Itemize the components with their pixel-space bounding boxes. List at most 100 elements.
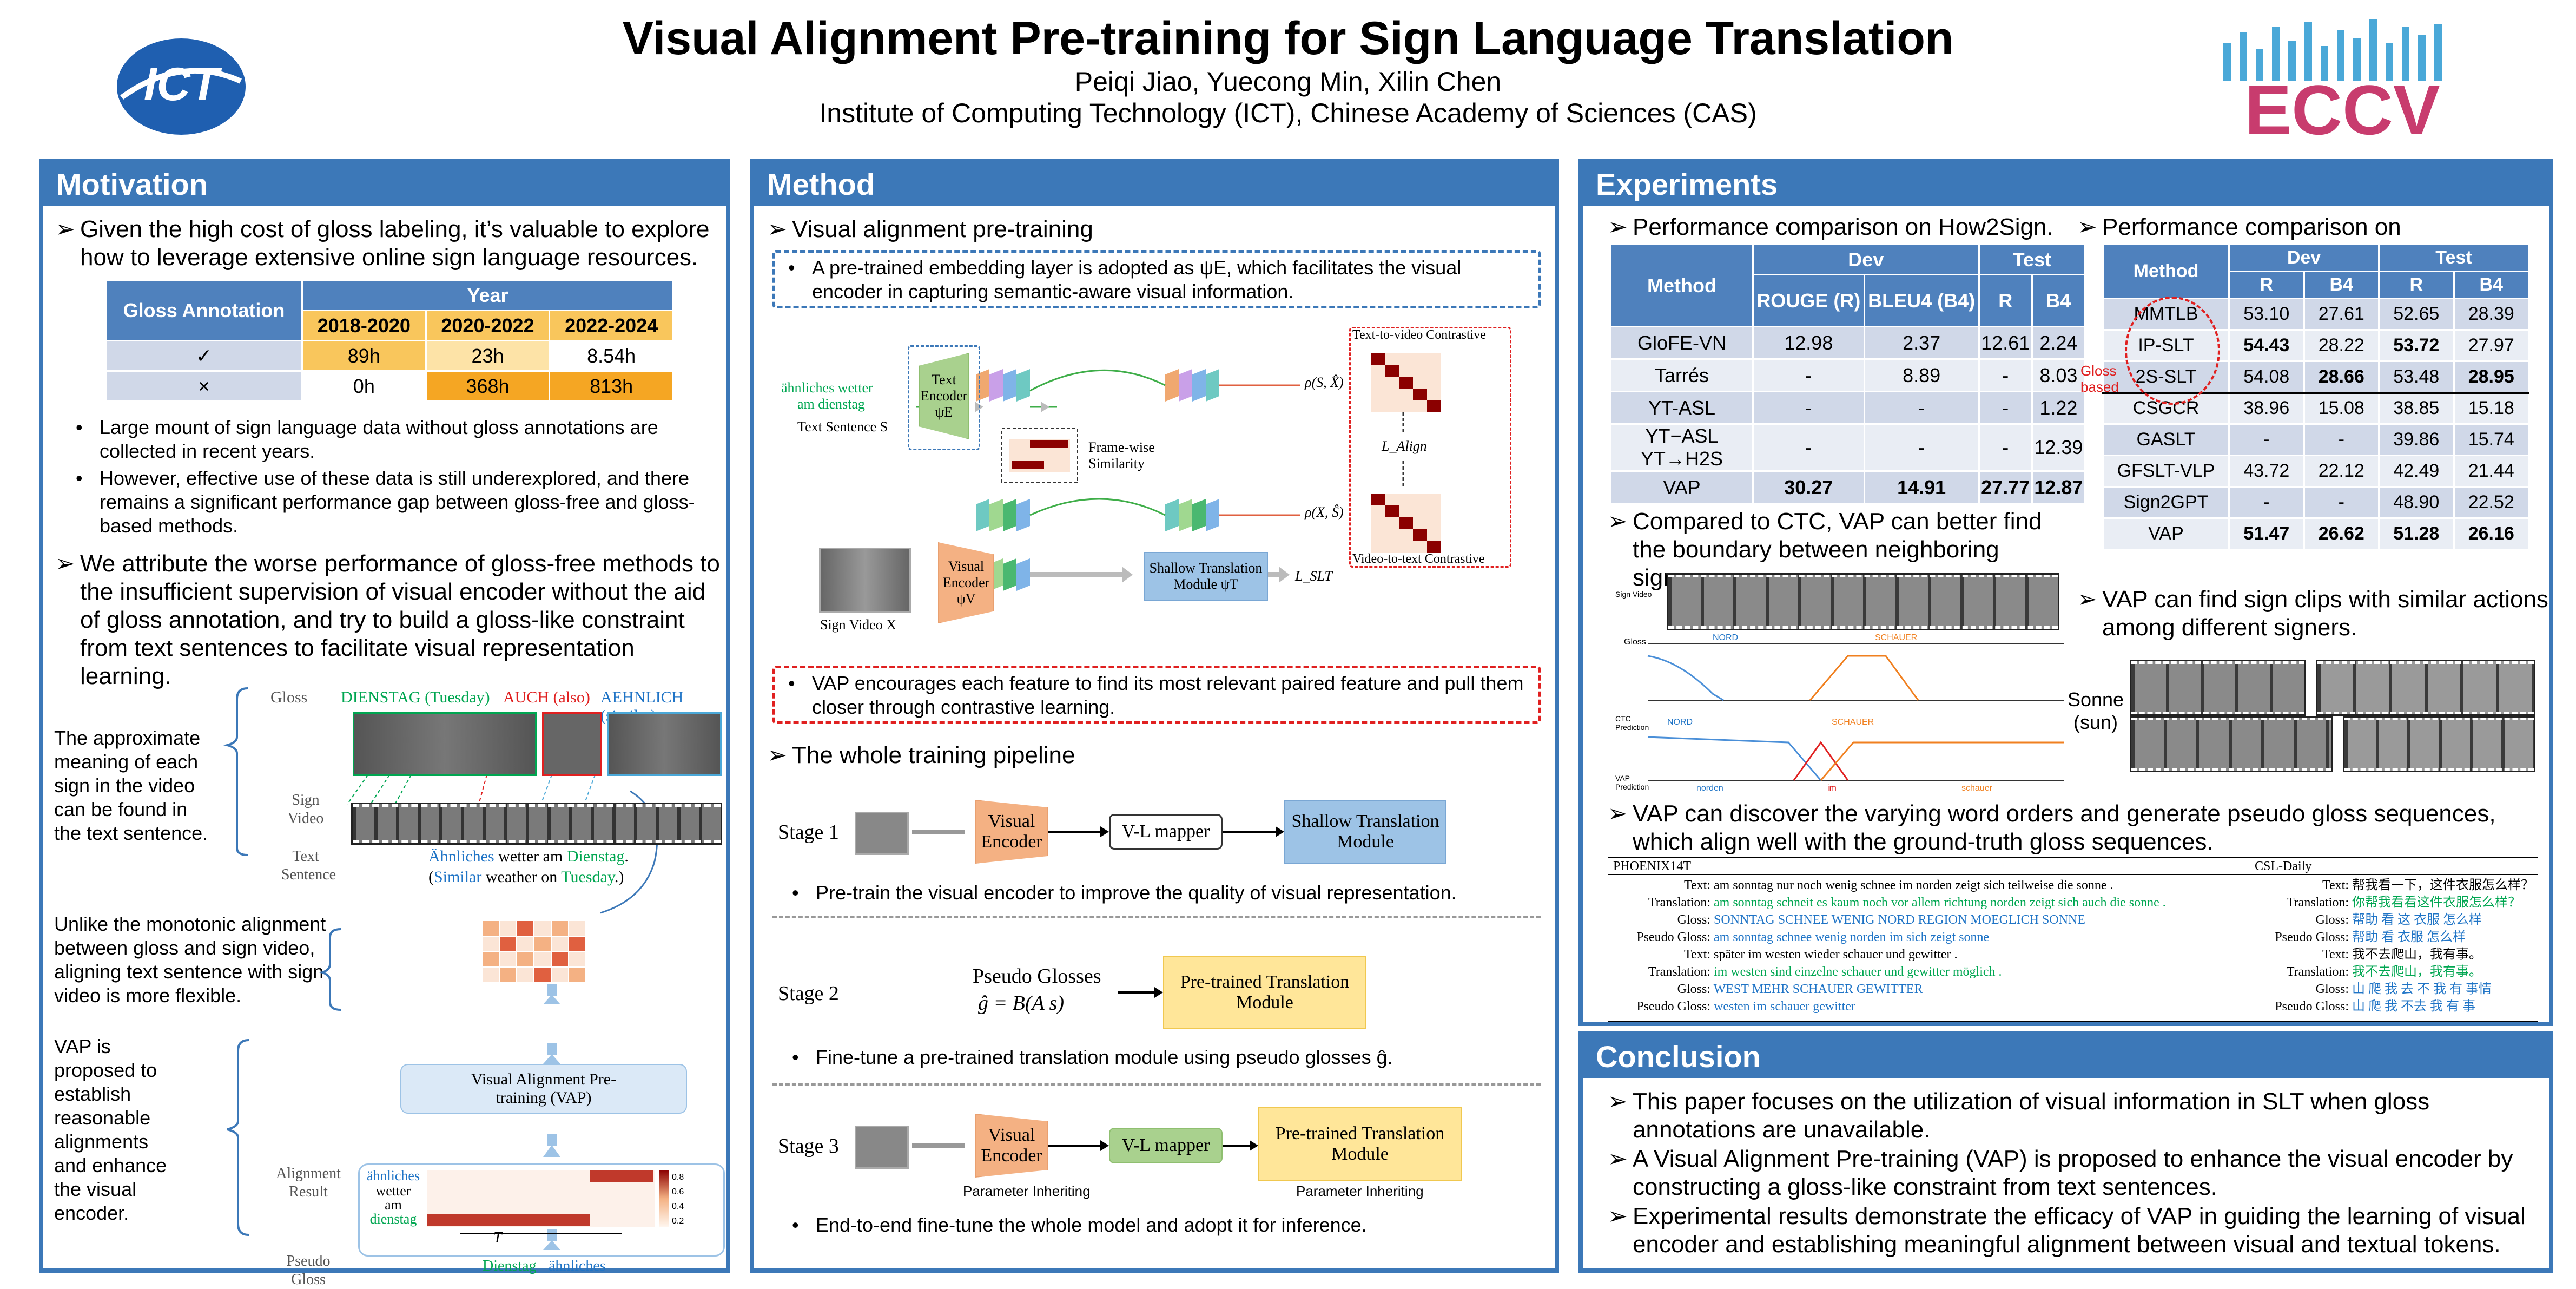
conclusion-panel: Conclusion ➢This paper focuses on the ut…: [1578, 1031, 2553, 1273]
time-label: T: [493, 1229, 502, 1246]
ctc-gloss-line: [1648, 643, 2064, 644]
ph-head-test: Test: [2378, 244, 2529, 272]
gloss-year-table: Gloss Annotation Year 2018-2020 2020-202…: [105, 279, 674, 402]
examples-table: PHOENIX14T CSL-Daily Text: am sonntag nu…: [1608, 857, 2538, 1022]
vap-pred-norden: norden: [1696, 784, 1723, 793]
example-row: Pseudo Gloss: am sonntag schnee wenig no…: [1636, 930, 1990, 944]
h2s-col: R: [1978, 274, 2033, 327]
conclusion-point-3: ➢Experimental results demonstrate the ef…: [1608, 1203, 2526, 1258]
motivation-heading: Motivation: [43, 163, 726, 206]
motivation-panel: Motivation ➢Given the high cost of gloss…: [39, 159, 730, 1288]
align-word-3: am: [385, 1197, 402, 1213]
ph-head-dev: Dev: [2228, 244, 2380, 272]
example-row: Pseudo Gloss: westen im schauer gewitter: [1636, 999, 1855, 1014]
motivation-point-1: ➢Given the high cost of gloss labeling, …: [55, 216, 710, 271]
table-col: 2020-2022: [425, 310, 551, 341]
h2s-head-dev: Dev: [1752, 244, 1980, 275]
fig-gloss-label: Gloss: [270, 688, 308, 706]
ctc-pred-nord: NORD: [1667, 718, 1693, 727]
ph-col: R: [2378, 271, 2455, 299]
table-cell: 0h: [301, 370, 427, 402]
method-point-1: ➢Visual alignment pre-training: [767, 216, 1093, 242]
stage-divider: [772, 1083, 1541, 1086]
table-cell: 813h: [549, 370, 674, 402]
stage-3-translation-module: Pre-trained Translation Module: [1258, 1107, 1462, 1181]
vap-pred-schauer: schauer: [1961, 784, 1992, 793]
pseudo-gloss-2: ähnliches: [549, 1258, 606, 1274]
vap-box: Visual Alignment Pre-training (VAP): [400, 1064, 687, 1114]
sign-clip-4: [2343, 716, 2535, 772]
sonne-label: Sonne(sun): [2067, 688, 2124, 733]
example-row: Pseudo Gloss: 帮助 看 衣服 怎么样: [2275, 930, 2466, 944]
label-rho-1: ρ(S, X̂): [1305, 374, 1344, 390]
alignment-heatmap: [483, 921, 585, 982]
text-encoder-block: Text Encoder ψE: [919, 353, 969, 439]
ctc-gloss-schauer: SCHAUER: [1875, 633, 1918, 642]
pseudo-gloss-1: Dienstag: [483, 1258, 537, 1274]
clip-point: ➢VAP can find sign clips with similar ac…: [2077, 586, 2548, 641]
table-cell: 368h: [425, 370, 551, 402]
ctc-sign-video-label: Sign Video: [1615, 590, 1652, 599]
table-cell: 89h: [301, 340, 427, 372]
table-row-label: ×: [105, 370, 303, 402]
poster-authors: Peiqi Jiao, Yuecong Min, Xilin Chen: [1074, 67, 1502, 97]
alignment-result-map: [427, 1170, 655, 1227]
time-arrow: [460, 1233, 622, 1234]
h2s-col: BLEU4 (B4): [1863, 274, 1980, 327]
ict-logo: ICT: [111, 32, 252, 141]
contrastive-box: [1349, 327, 1511, 568]
stage-1-video: [855, 812, 909, 855]
alignment-result-box: [358, 1163, 725, 1257]
h2s-head-test: Test: [1978, 244, 2086, 275]
align-word-2: wetter: [375, 1183, 411, 1199]
param-inherit-1: Parameter Inheriting: [963, 1183, 1091, 1199]
examples-head-right: CSL-Daily: [2255, 859, 2312, 873]
arrow-bullet-icon: ➢: [767, 742, 787, 768]
examples-right: Text: 帮我看一下，这件衣服怎么样？ Translation: 你帮我看看这…: [2246, 877, 2538, 1015]
vap-diagram: ähnliches wetter am dienstag Text Senten…: [776, 320, 1549, 650]
motivation-figure: Gloss DIENSTAG (Tuesday) AUCH (also) AEH…: [206, 683, 725, 1288]
sign-clip-3: [2130, 716, 2333, 772]
ph-col: B4: [2453, 271, 2529, 299]
gloss-based-circle: [2125, 297, 2220, 405]
h2s-row: Tarrés-8.89-8.03: [1610, 358, 2086, 392]
sign-clip-1: [2130, 660, 2306, 716]
vap-pred-im: im: [1827, 784, 1837, 793]
method-panel: Method ➢Visual alignment pre-training •A…: [750, 159, 1559, 1273]
table-corner: Gloss Annotation: [105, 279, 303, 341]
poster-title: Visual Alignment Pre-training for Sign L…: [622, 12, 1954, 64]
h2s-col: B4: [2031, 274, 2086, 327]
example-row: Translation: am sonntag schneit es kaum …: [1648, 896, 2166, 910]
gloss-frames-green: [353, 712, 537, 776]
gloss-auch: AUCH (also): [503, 688, 590, 706]
stage-1-vl-mapper: V-L mapper: [1109, 814, 1223, 850]
sign-video-label: Sign Video X: [820, 617, 896, 633]
motivation-sub-1: •Large mount of sign language data witho…: [76, 416, 658, 462]
text-sentence-en: (Similar weather on Tuesday.): [428, 868, 624, 886]
gloss-frames-red: [542, 712, 602, 776]
arrow-bullet-icon: ➢: [1608, 214, 1628, 240]
label-rho-2: ρ(X, Ŝ): [1305, 504, 1344, 520]
fig-video-label: Sign Video: [287, 792, 324, 827]
stage-3-vl-mapper: V-L mapper: [1109, 1128, 1223, 1163]
label-l-slt: L_SLT: [1295, 568, 1332, 584]
input-text-b: am dienstag: [797, 396, 865, 412]
vap-pred-label: VAP Prediction: [1615, 774, 1649, 791]
text-sentence-de: Ähnliches wetter am Dienstag.: [428, 847, 629, 865]
stage-2-formula: ĝ = B(A s): [978, 992, 1064, 1015]
h2s-row: YT−ASL YT→H2S---12.39: [1610, 423, 2086, 472]
arrow-bullet-icon: ➢: [1608, 800, 1628, 827]
example-row: Pseudo Gloss: 山 爬 我 不去 我 有 事: [2275, 999, 2475, 1014]
experiments-heading: Experiments: [1583, 163, 2549, 206]
examples-head-left: PHOENIX14T: [1613, 859, 1691, 873]
svg-text:ICT: ICT: [144, 58, 222, 110]
